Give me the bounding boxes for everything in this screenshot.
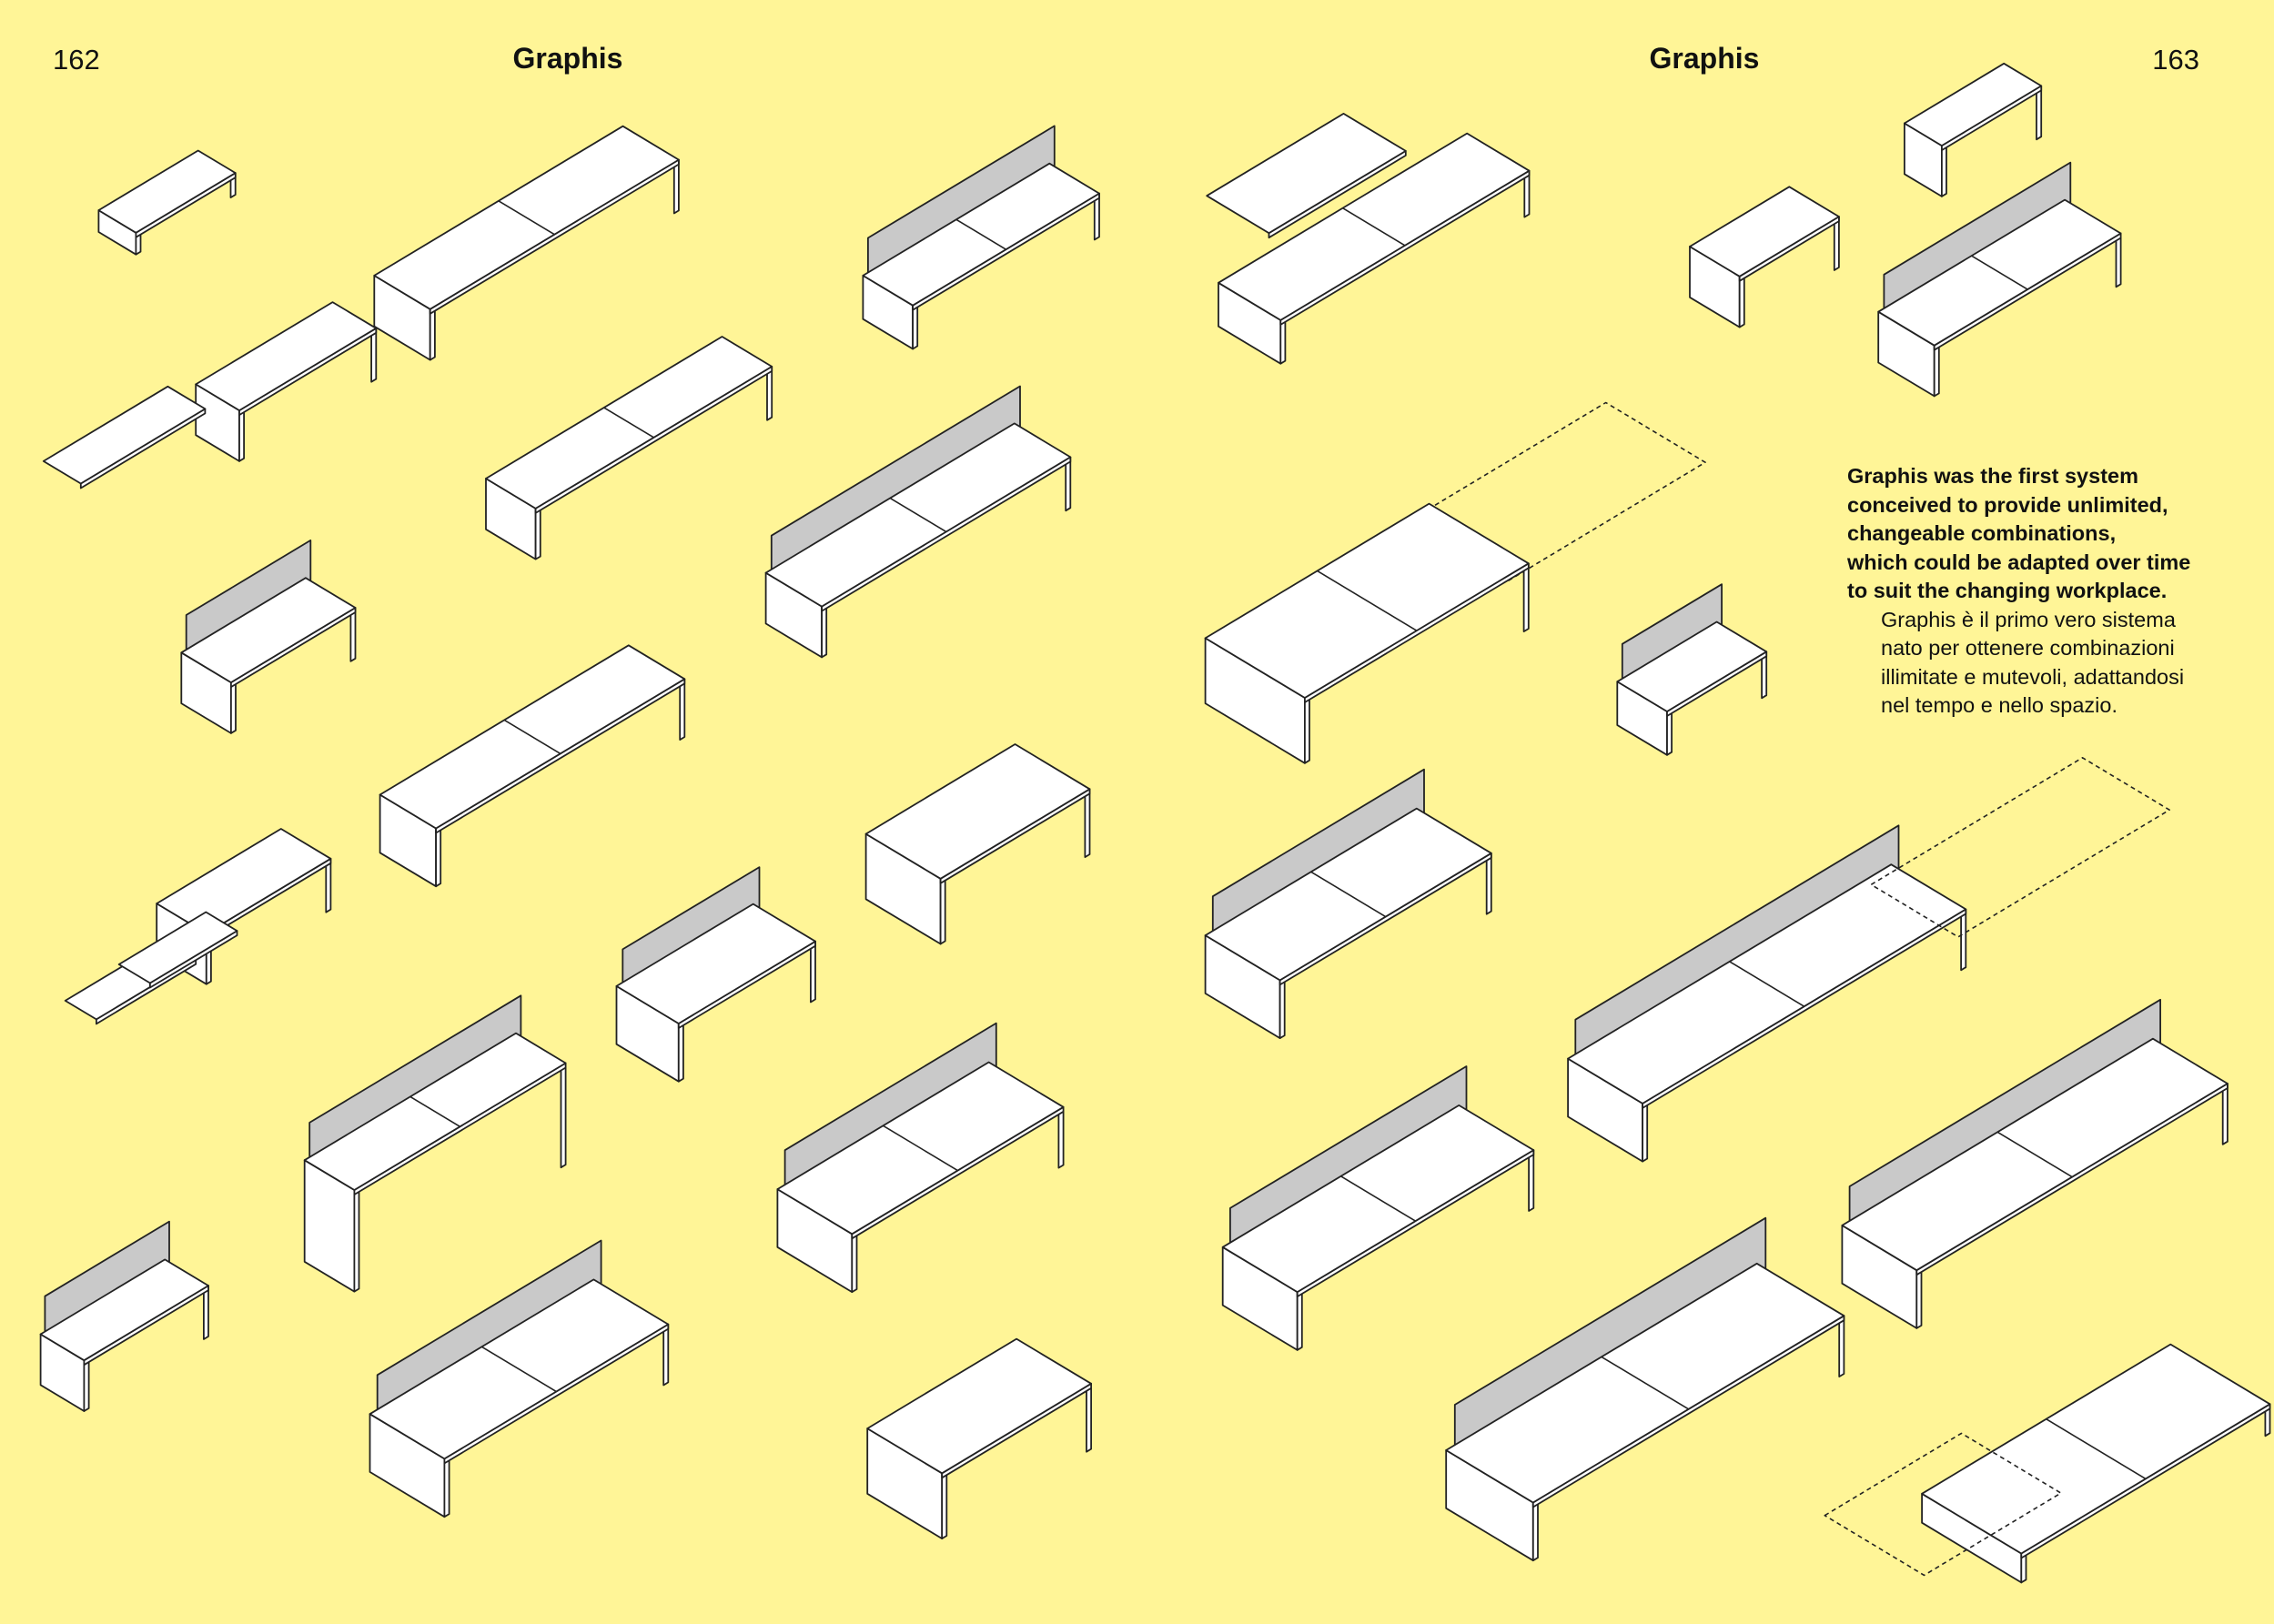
caption-it-line: illimitate e mutevoli, adattandosi (1881, 664, 2185, 689)
desk-leg (429, 305, 436, 361)
desk-top (42, 385, 207, 485)
desk-top (866, 1337, 1092, 1475)
desk-leg (939, 874, 946, 945)
desk-top (1206, 113, 1407, 235)
desk-leg (1933, 341, 1940, 398)
desk-top (1689, 186, 1840, 277)
caption-en-line: to suit the changing workplace. (1847, 579, 2168, 602)
desk-leg (238, 407, 246, 462)
desk-leg (2221, 1083, 2229, 1145)
desk-top (156, 828, 332, 934)
desk-leg (353, 1186, 360, 1293)
desk-seam (1317, 570, 1418, 631)
desk-leg (1940, 142, 1947, 197)
desk-leg (1304, 694, 1310, 764)
desk-leg (679, 678, 686, 741)
desk-leg (1738, 272, 1745, 328)
desk-seam (1729, 961, 1805, 1007)
desk-leg (2115, 232, 2122, 288)
desk-seam (955, 218, 1006, 250)
desk-leg (821, 602, 828, 659)
desk-top (1616, 620, 1768, 712)
desk-top (195, 301, 378, 412)
caption-it-line: nel tempo e nello spazio. (1881, 693, 2117, 717)
desk-top (180, 577, 357, 683)
desk-leg (810, 940, 816, 1004)
caption-it-line: Graphis è il primo vero sistema (1881, 607, 2176, 631)
desk-leg (1838, 1315, 1845, 1377)
desk-leg (1057, 1105, 1065, 1169)
desk-seam (2046, 1418, 2147, 1480)
desk-seam (1996, 1131, 2073, 1178)
desk-leg (325, 857, 332, 913)
page-number-left: 162 (53, 44, 100, 76)
desk-seam (889, 497, 947, 533)
desk-seam (603, 407, 654, 439)
desk-leg (229, 679, 237, 734)
desk-top (615, 903, 816, 1024)
desk-leg (851, 1230, 858, 1293)
desk-leg (662, 1323, 670, 1387)
page-title-right: Graphis (1649, 42, 1760, 75)
desk-leg (1960, 908, 1967, 972)
desk-leg (2036, 85, 2043, 141)
desk-top (39, 1258, 209, 1362)
desk-top (1903, 62, 2043, 147)
desk-leg (202, 1285, 209, 1340)
desk-seam (409, 1095, 460, 1127)
page-number-right: 163 (2152, 44, 2199, 76)
desk-seam (498, 200, 555, 236)
desk-leg (370, 327, 378, 383)
desk-top (864, 743, 1091, 880)
desk-top (97, 149, 237, 234)
desk-leg (349, 607, 357, 662)
caption-en-line: conceived to provide unlimited, (1847, 492, 2168, 517)
desk-leg (534, 504, 541, 560)
caption-en-line: Graphis was the first system (1847, 464, 2138, 488)
caption-en-line: which could be adapted over time (1847, 550, 2191, 574)
desk-leg (435, 824, 442, 888)
desk-leg (1642, 1099, 1649, 1163)
desk-leg (1531, 1498, 1539, 1562)
desk-leg (1086, 1382, 1092, 1453)
desk-seam (1342, 207, 1406, 247)
desk-top (117, 911, 238, 984)
desk-leg (1528, 1149, 1535, 1212)
desk-leg (677, 1020, 684, 1083)
desk-seam (883, 1125, 958, 1172)
desk-seam (1971, 255, 2028, 290)
page-title-left: Graphis (512, 42, 623, 75)
caption: Graphis was the first system conceived t… (1847, 462, 2248, 721)
desk-leg (766, 365, 773, 421)
desk-leg (941, 1469, 948, 1539)
desk-leg (1296, 1288, 1303, 1351)
desk-leg (1278, 976, 1286, 1039)
desk-seam (1601, 1356, 1690, 1410)
desk-leg (1915, 1266, 1923, 1329)
desk-leg (672, 158, 680, 215)
desk-leg (83, 1357, 90, 1412)
caption-it-line: nato per ottenere combinazioni (1881, 636, 2175, 660)
desk-leg (1522, 562, 1530, 632)
caption-en-line: changeable combinations, (1847, 521, 2117, 545)
desk-leg (1485, 852, 1492, 915)
dashed-outline-icon (1870, 756, 2170, 938)
desk-seam (1340, 1175, 1416, 1222)
desk-seam (503, 719, 561, 755)
desk-leg (1084, 788, 1091, 858)
desk-leg (560, 1062, 567, 1169)
desk-seam (1310, 871, 1387, 918)
desk-leg (1065, 456, 1072, 512)
desk-leg (1833, 216, 1840, 271)
desk-seam (481, 1346, 557, 1393)
desk-leg (443, 1455, 450, 1518)
